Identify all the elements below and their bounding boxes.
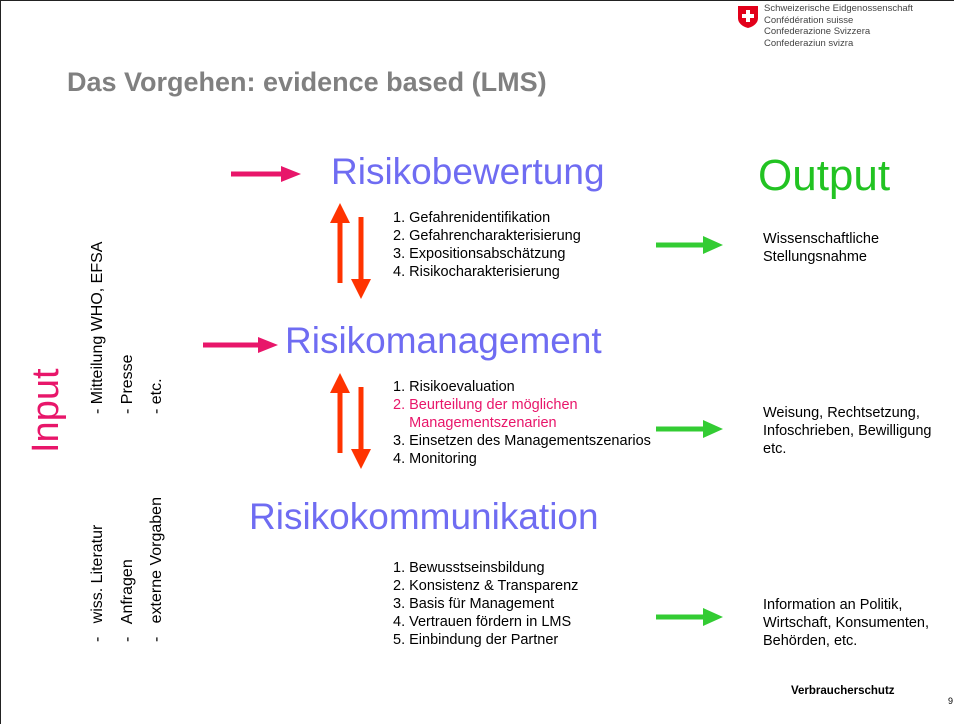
output-line: etc.: [763, 441, 787, 457]
step-item: 4. Vertrauen fördern in LMS: [393, 614, 572, 630]
slide-title: Das Vorgehen: evidence based (LMS): [67, 67, 547, 97]
input-source: - Presse: [119, 354, 136, 414]
step-item: 1. Gefahrenidentifikation: [393, 210, 551, 226]
input-source: - externe Vorgaben: [148, 497, 165, 642]
input-source: - etc.: [148, 378, 165, 414]
step-item-highlighted: 2. Beurteilung der möglichen: [393, 397, 578, 413]
output-risikokommunikation: Information an Politik, Wirtschaft, Kons…: [763, 596, 929, 650]
input-source: - wiss. Literatur: [89, 524, 106, 642]
steps-risikokommunikation: 1. Bewusstseinsbildung 2. Konsistenz & T…: [393, 559, 578, 649]
logo-line: Schweizerische Eidgenossenschaft: [764, 3, 913, 14]
output-line: Wirtschaft, Konsumenten,: [763, 615, 930, 631]
footer-label: Verbraucherschutz: [791, 685, 895, 697]
steps-risikomanagement: 1. Risikoevaluation 2. Beurteilung der m…: [393, 378, 651, 468]
output-line: Information an Politik,: [763, 597, 903, 613]
logo-line: Confédération suisse: [764, 14, 854, 26]
step-item: 3. Expositionsabschätzung: [393, 246, 566, 262]
output-line: Stellungsnahme: [763, 249, 867, 265]
green-arrow-right-icon: [656, 420, 723, 438]
red-up-down-arrows-icon: [330, 373, 371, 469]
step-item: 4. Risikocharakterisierung: [393, 264, 560, 280]
heading-risikokommunikation: Risikokommunikation: [249, 496, 599, 537]
logo-line: Confederazione Svizzera: [764, 26, 871, 37]
heading-risikomanagement: Risikomanagement: [285, 320, 602, 361]
output-risikobewertung: Wissenschaftliche Stellungsnahme: [763, 230, 879, 266]
step-item: 2. Konsistenz & Transparenz: [393, 578, 579, 594]
green-arrow-right-icon: [656, 236, 723, 254]
output-line: Wissenschaftliche: [763, 231, 880, 247]
step-item: 4. Monitoring: [393, 451, 477, 467]
output-line: Behörden, etc.: [763, 633, 858, 649]
step-item: 3. Einsetzen des Managementszenarios: [393, 433, 651, 449]
confederation-logo-text: Schweizerische Eidgenossenschaft Confédé…: [764, 3, 913, 49]
step-item: 2. Gefahrencharakterisierung: [393, 228, 581, 244]
output-label: Output: [758, 151, 891, 200]
steps-risikobewertung: 1. Gefahrenidentifikation 2. Gefahrencha…: [393, 209, 581, 281]
swiss-flag-icon: [738, 6, 758, 28]
step-item-highlighted: Managementszenarien: [393, 415, 557, 431]
pink-arrow-right-icon: [231, 166, 301, 182]
output-risikomanagement: Weisung, Rechtsetzung, Infoschrieben, Be…: [763, 404, 931, 458]
green-arrow-right-icon: [656, 608, 723, 626]
red-up-down-arrows-icon: [330, 203, 371, 299]
step-item: 1. Bewusstseinsbildung: [393, 560, 545, 576]
input-source: - Mitteilung WHO, EFSA: [89, 241, 106, 414]
heading-risikobewertung: Risikobewertung: [331, 151, 605, 192]
page-number: 9: [948, 696, 954, 706]
output-line: Weisung, Rechtsetzung,: [763, 405, 920, 421]
step-item: 3. Basis für Management: [393, 596, 555, 612]
pink-arrow-right-icon: [203, 337, 278, 353]
output-line: Infoschrieben, Bewilligung: [763, 423, 932, 439]
input-source: - Anfragen: [119, 559, 136, 642]
step-item: 5. Einbindung der Partner: [393, 632, 559, 648]
step-item: 1. Risikoevaluation: [393, 379, 515, 395]
logo-line: Confederaziun svizra: [764, 37, 854, 49]
input-label: Input: [25, 368, 67, 453]
